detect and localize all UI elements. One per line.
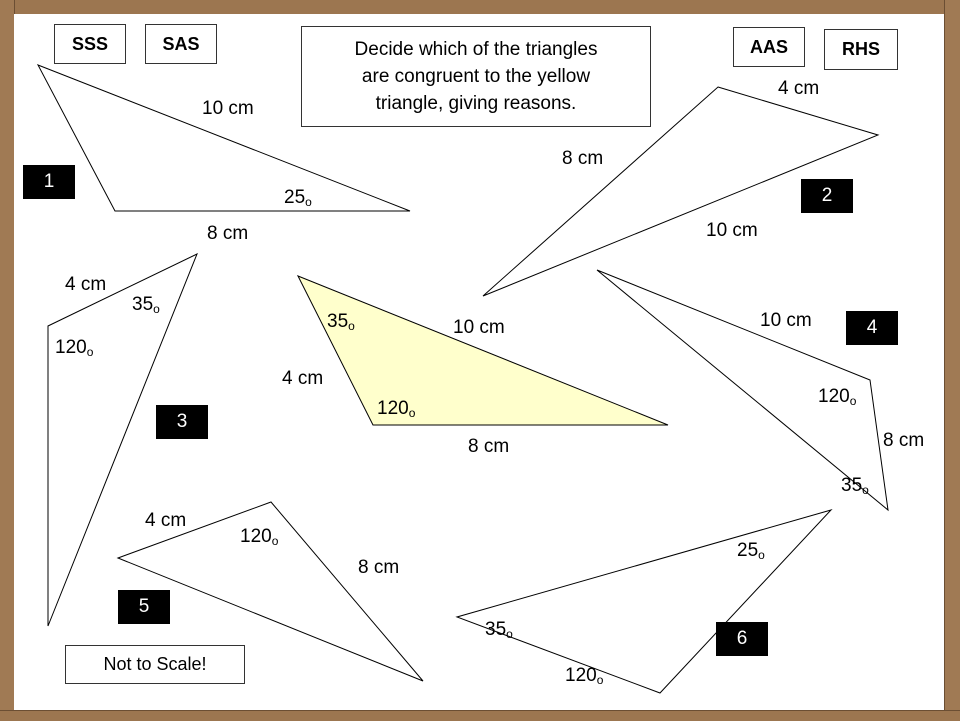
yellow-side-c-label: 8 cm <box>468 436 509 457</box>
yellow-side-a-label: 10 cm <box>453 317 505 338</box>
t5-side-b-label: 8 cm <box>358 557 399 578</box>
t1-side-a-label: 10 cm <box>202 98 254 119</box>
frame-right <box>944 0 960 720</box>
yellow-triangle <box>296 275 669 426</box>
rhs-box: RHS <box>824 29 898 70</box>
t6-angle-c-label: 120o <box>565 665 604 687</box>
instruction-line-3: triangle, giving reasons. <box>375 93 577 114</box>
triangle-1 <box>36 64 411 212</box>
triangle-6 <box>455 509 833 694</box>
yellow-side-b-label: 4 cm <box>282 368 323 389</box>
t1-side-b-label: 8 cm <box>207 223 248 244</box>
triangle-2 <box>482 86 880 297</box>
instruction-box: Decide which of the triangles are congru… <box>301 26 651 127</box>
t2-side-c-label: 10 cm <box>706 220 758 241</box>
t2-side-a-label: 4 cm <box>778 78 819 99</box>
t6-angle-a-label: 25o <box>737 540 765 562</box>
triangle-5 <box>116 501 424 682</box>
t4-angle-a-label: 120o <box>818 386 857 408</box>
t4-side-b-label: 8 cm <box>883 430 924 451</box>
triangle-3-number: 3 <box>156 405 208 439</box>
t5-angle-a-label: 120o <box>240 526 279 548</box>
t5-side-a-label: 4 cm <box>145 510 186 531</box>
yellow-angle-a-label: 35o <box>327 311 355 333</box>
triangle-3 <box>47 252 198 627</box>
frame-bottom <box>0 710 960 721</box>
t1-angle-label: 25o <box>284 187 312 209</box>
triangle-2-number: 2 <box>801 179 853 213</box>
triangle-4 <box>596 269 889 512</box>
sss-box: SSS <box>54 24 126 64</box>
not-to-scale-note: Not to Scale! <box>65 645 245 684</box>
triangle-1-number: 1 <box>23 165 75 199</box>
t2-side-b-label: 8 cm <box>562 148 603 169</box>
t3-angle-b-label: 120o <box>55 337 94 359</box>
triangle-5-number: 5 <box>118 590 170 624</box>
t3-side-a-label: 4 cm <box>65 274 106 295</box>
sas-box: SAS <box>145 24 217 64</box>
instruction-line-2: are congruent to the yellow <box>361 66 591 87</box>
t3-angle-a-label: 35o <box>132 294 160 316</box>
instruction-line-1: Decide which of the triangles <box>354 39 598 60</box>
triangle-4-number: 4 <box>846 311 898 345</box>
aas-box: AAS <box>733 27 805 67</box>
t6-angle-b-label: 35o <box>485 619 513 641</box>
t4-angle-b-label: 35o <box>841 475 869 497</box>
t4-side-a-label: 10 cm <box>760 310 812 331</box>
triangle-6-number: 6 <box>716 622 768 656</box>
yellow-angle-b-label: 120o <box>377 398 416 420</box>
